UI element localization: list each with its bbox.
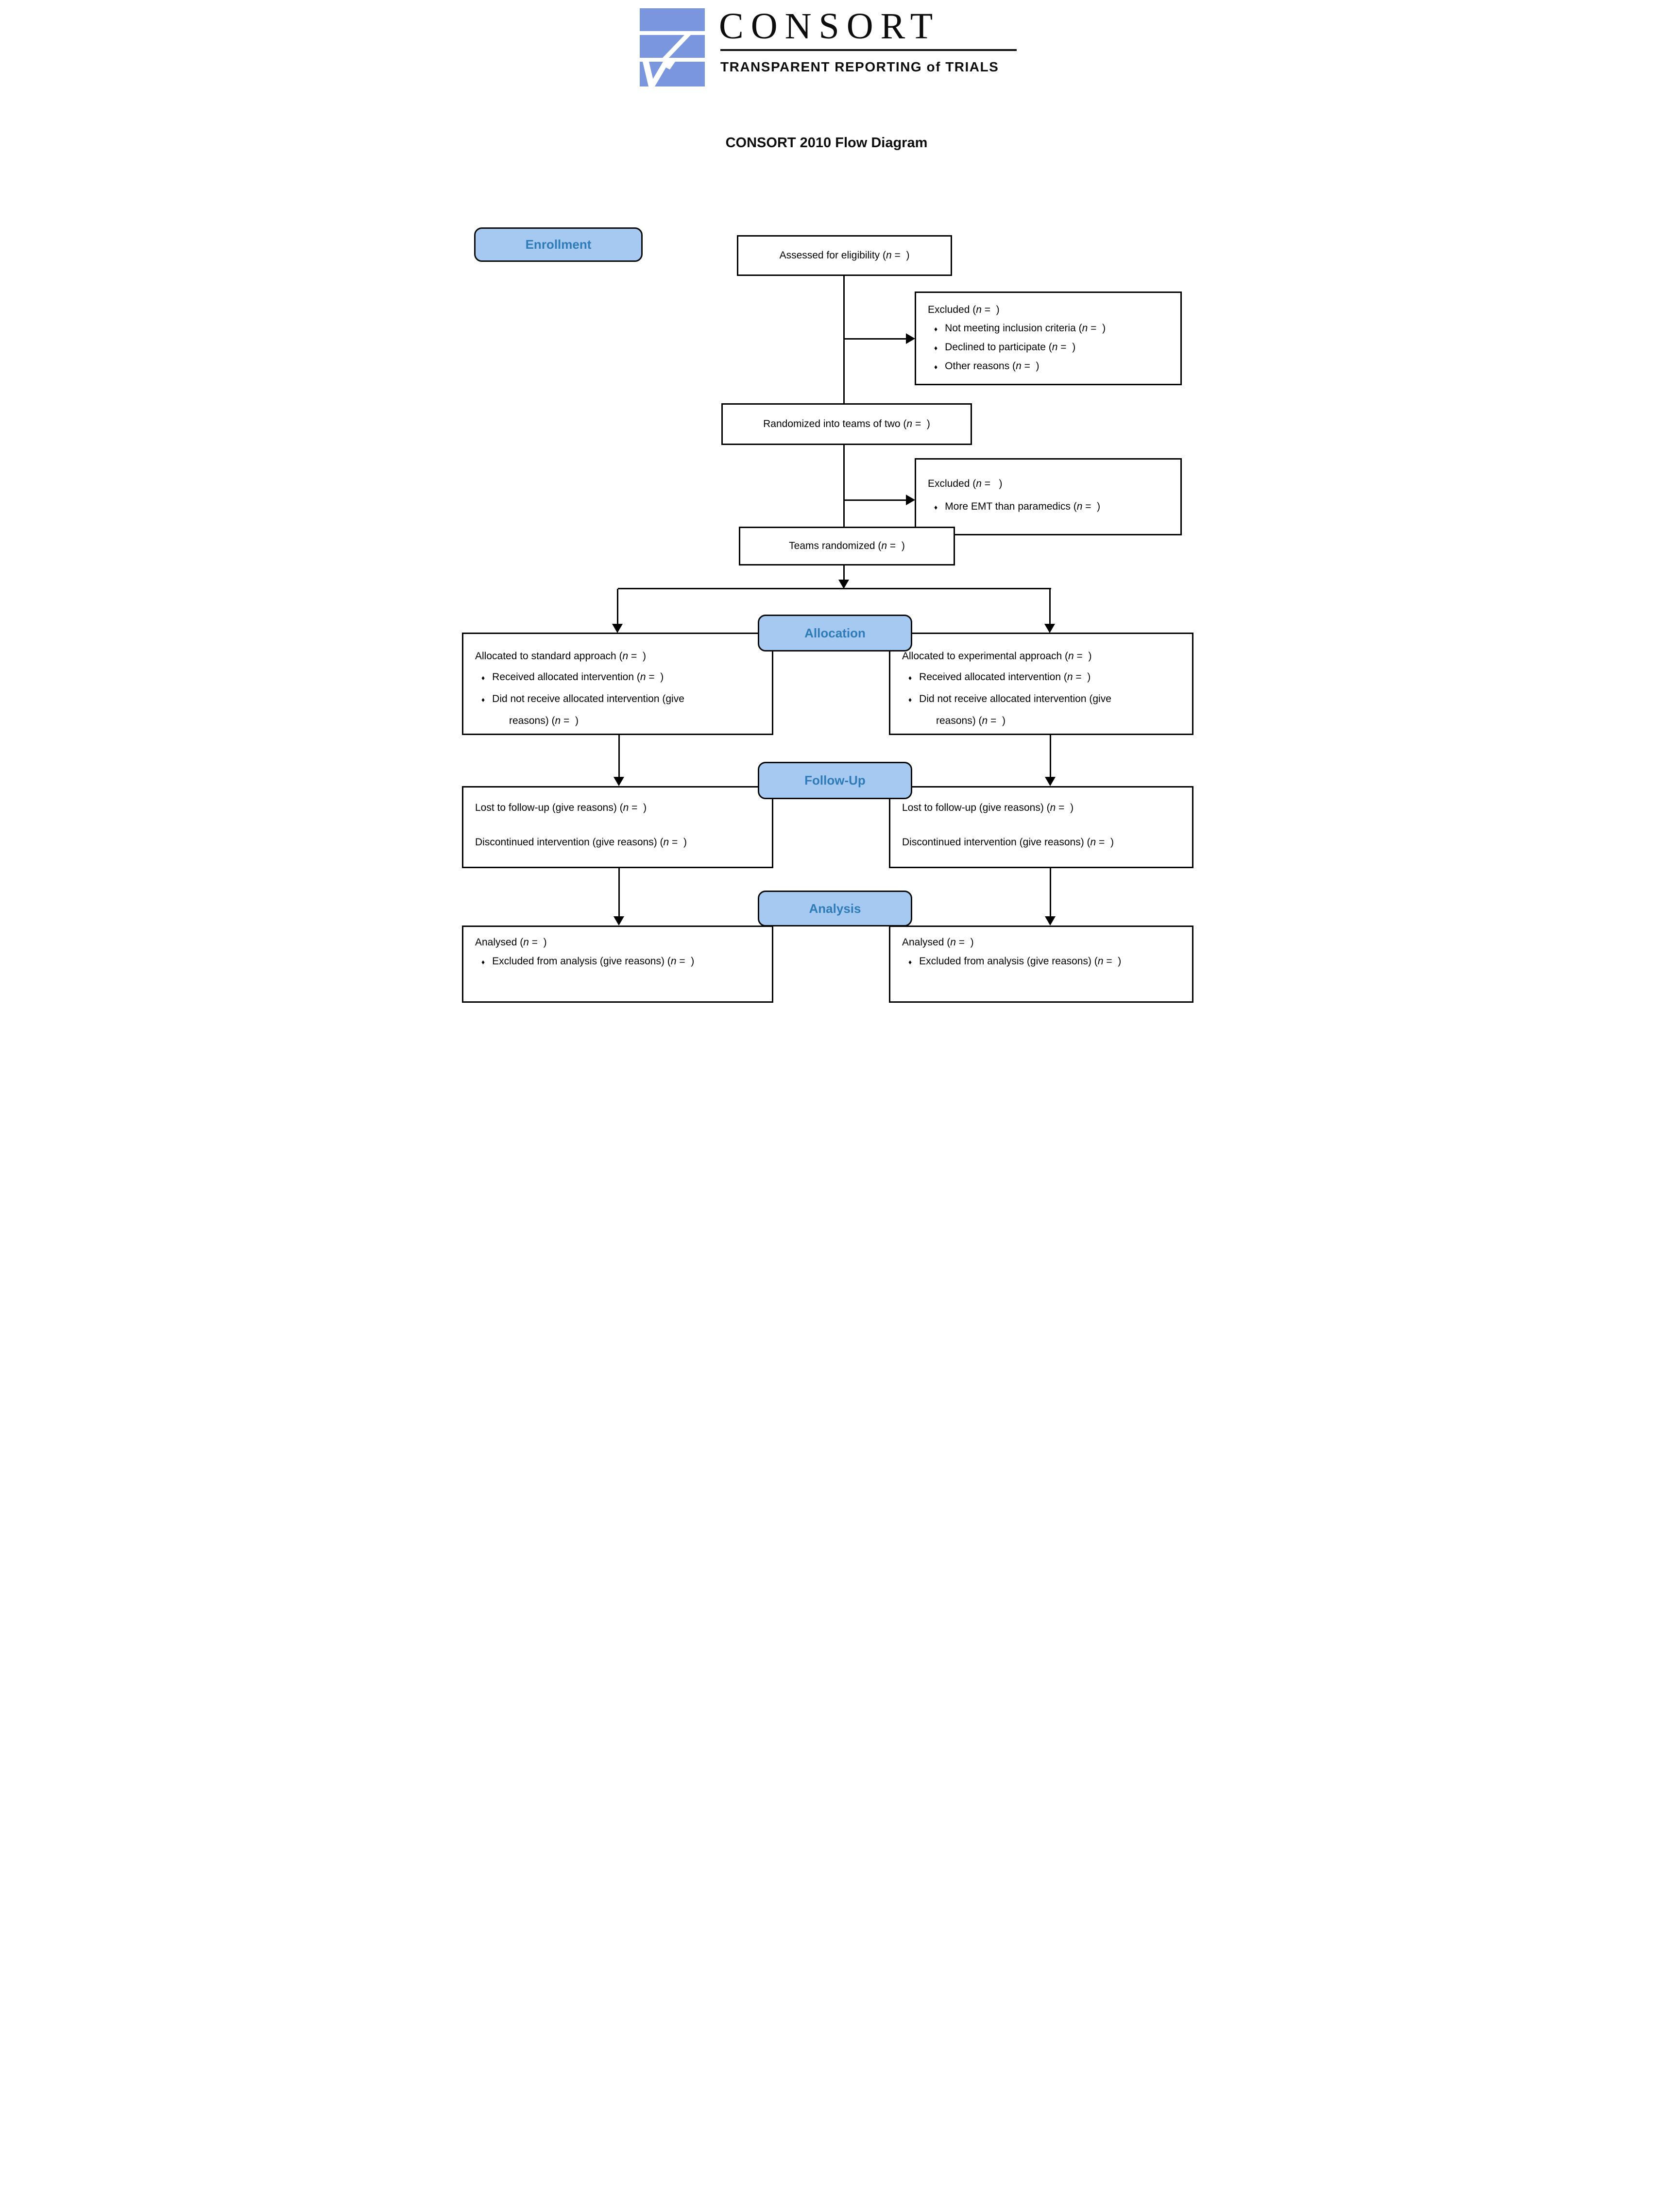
stage-label-enrollment: Enrollment xyxy=(474,227,643,262)
connector-followup-to-analysis-left xyxy=(618,868,620,917)
box-followup-experimental: Lost to follow-up (give reasons) (n = ) … xyxy=(889,786,1193,868)
arrowhead-excluded-2 xyxy=(906,495,915,505)
diamond-bullet-icon: ♦ xyxy=(908,958,912,966)
logo-divider xyxy=(720,49,1017,51)
stage-label-analysis-text: Analysis xyxy=(809,901,861,916)
diamond-bullet-icon: ♦ xyxy=(908,696,912,703)
diamond-bullet-icon: ♦ xyxy=(934,503,938,511)
stage-label-allocation-text: Allocation xyxy=(804,625,866,640)
connector-branch-excluded-1 xyxy=(844,338,907,340)
connector-split-horizontal xyxy=(618,588,1051,589)
allocation-standard-item: ♦ Did not receive allocated intervention… xyxy=(475,688,768,710)
followup-experimental-line2: Discontinued intervention (give reasons)… xyxy=(902,837,1114,848)
box-analysis-standard: Analysed (n = ) ♦ Excluded from analysis… xyxy=(462,926,773,1003)
box-assessed-for-eligibility: Assessed for eligibility (n = ) xyxy=(737,235,952,276)
diamond-bullet-icon: ♦ xyxy=(481,958,485,966)
stage-label-analysis: Analysis xyxy=(758,891,912,926)
excluded-randomization-item: ♦ More EMT than paramedics (n = ) xyxy=(928,495,1176,519)
connector-followup-to-analysis-right xyxy=(1050,868,1051,917)
diamond-bullet-icon: ♦ xyxy=(934,363,938,371)
arrowhead-allocation-left xyxy=(612,624,623,633)
excluded-enrollment-title: Excluded (n = ) xyxy=(928,304,1000,315)
allocation-experimental-item-text: Received allocated intervention (n = ) xyxy=(919,671,1091,683)
connector-split-to-allocation-right xyxy=(1049,589,1051,625)
connector-split-to-allocation-left xyxy=(617,589,618,625)
analysis-experimental-title: Analysed (n = ) xyxy=(902,937,974,948)
diamond-bullet-icon: ♦ xyxy=(481,696,485,703)
excluded-enrollment-item-text: Other reasons (n = ) xyxy=(945,360,1040,372)
allocation-standard-item: ♦ Received allocated intervention (n = ) xyxy=(475,667,768,688)
stage-label-enrollment-text: Enrollment xyxy=(525,237,592,252)
allocation-experimental-item: ♦ Did not receive allocated intervention… xyxy=(902,688,1188,710)
consort-logo-mark xyxy=(640,8,705,86)
allocation-standard-item-continuation: reasons) (n = ) xyxy=(509,715,579,726)
connector-teams-to-split xyxy=(843,566,845,581)
arrowhead-split-junction xyxy=(838,580,849,589)
assessed-text: Assessed for eligibility (n = ) xyxy=(779,250,910,261)
box-allocation-experimental: Allocated to experimental approach (n = … xyxy=(889,633,1193,735)
box-teams-randomized: Teams randomized (n = ) xyxy=(739,527,955,566)
excluded-enrollment-item: ♦ Declined to participate (n = ) xyxy=(928,338,1176,357)
logo-wordmark: CONSORT xyxy=(719,6,940,47)
logo-tagline: TRANSPARENT REPORTING of TRIALS xyxy=(720,59,999,74)
allocation-experimental-item: ♦ Received allocated intervention (n = ) xyxy=(902,667,1188,688)
diamond-bullet-icon: ♦ xyxy=(481,674,485,682)
excluded-enrollment-item-text: Not meeting inclusion criteria (n = ) xyxy=(945,323,1106,334)
followup-experimental-line1: Lost to follow-up (give reasons) (n = ) xyxy=(902,802,1074,813)
analysis-experimental-item-text: Excluded from analysis (give reasons) (n… xyxy=(919,956,1122,967)
analysis-experimental-item: ♦ Excluded from analysis (give reasons) … xyxy=(902,952,1188,972)
followup-standard-line2: Discontinued intervention (give reasons)… xyxy=(475,837,687,848)
stage-label-followup: Follow-Up xyxy=(758,762,912,799)
excluded-enrollment-item-text: Declined to participate (n = ) xyxy=(945,342,1076,353)
diamond-bullet-icon: ♦ xyxy=(934,344,938,352)
diamond-bullet-icon: ♦ xyxy=(934,325,938,333)
box-followup-standard: Lost to follow-up (give reasons) (n = ) … xyxy=(462,786,773,868)
connector-branch-excluded-2 xyxy=(844,499,907,501)
followup-standard-line1: Lost to follow-up (give reasons) (n = ) xyxy=(475,802,647,813)
arrowhead-analysis-left xyxy=(613,916,624,926)
excluded-enrollment-item: ♦ Other reasons (n = ) xyxy=(928,357,1176,376)
page-title: CONSORT 2010 Flow Diagram xyxy=(725,135,928,151)
stage-label-followup-text: Follow-Up xyxy=(804,773,866,788)
consort-flow-diagram: CONSORT TRANSPARENT REPORTING of TRIALS … xyxy=(451,0,1202,1006)
allocation-experimental-item-text: Did not receive allocated intervention (… xyxy=(919,693,1111,704)
box-randomized-into-teams: Randomized into teams of two (n = ) xyxy=(721,403,972,445)
allocation-standard-item-text: Did not receive allocated intervention (… xyxy=(492,693,684,704)
excluded-randomization-item-text: More EMT than paramedics (n = ) xyxy=(945,501,1101,512)
connector-allocation-to-followup-right xyxy=(1050,735,1051,778)
box-excluded-randomization: Excluded (n = ) ♦ More EMT than paramedi… xyxy=(915,458,1182,535)
arrowhead-analysis-right xyxy=(1045,916,1056,926)
stage-label-allocation: Allocation xyxy=(758,615,912,652)
excluded-enrollment-item: ♦ Not meeting inclusion criteria (n = ) xyxy=(928,319,1176,338)
allocation-standard-title: Allocated to standard approach (n = ) xyxy=(475,651,646,662)
teams-randomized-text: Teams randomized (n = ) xyxy=(789,540,905,551)
box-excluded-enrollment: Excluded (n = ) ♦ Not meeting inclusion … xyxy=(915,292,1182,385)
connector-assessed-to-randomized xyxy=(843,276,845,403)
analysis-standard-item-text: Excluded from analysis (give reasons) (n… xyxy=(492,956,695,967)
arrowhead-followup-right xyxy=(1045,777,1056,786)
allocation-experimental-item-continuation: reasons) (n = ) xyxy=(936,715,1005,726)
analysis-standard-item: ♦ Excluded from analysis (give reasons) … xyxy=(475,952,768,972)
randomized-text: Randomized into teams of two (n = ) xyxy=(763,418,930,429)
box-analysis-experimental: Analysed (n = ) ♦ Excluded from analysis… xyxy=(889,926,1193,1003)
arrowhead-excluded-1 xyxy=(906,333,915,344)
allocation-experimental-title: Allocated to experimental approach (n = … xyxy=(902,651,1092,662)
connector-allocation-to-followup-left xyxy=(618,735,620,778)
arrowhead-followup-left xyxy=(613,777,624,786)
analysis-standard-title: Analysed (n = ) xyxy=(475,937,547,948)
arrowhead-allocation-right xyxy=(1044,624,1055,633)
excluded-randomization-title: Excluded (n = ) xyxy=(928,478,1003,489)
diamond-bullet-icon: ♦ xyxy=(908,674,912,682)
allocation-standard-item-text: Received allocated intervention (n = ) xyxy=(492,671,664,683)
connector-randomized-to-teams xyxy=(843,445,845,527)
box-allocation-standard: Allocated to standard approach (n = ) ♦ … xyxy=(462,633,773,735)
